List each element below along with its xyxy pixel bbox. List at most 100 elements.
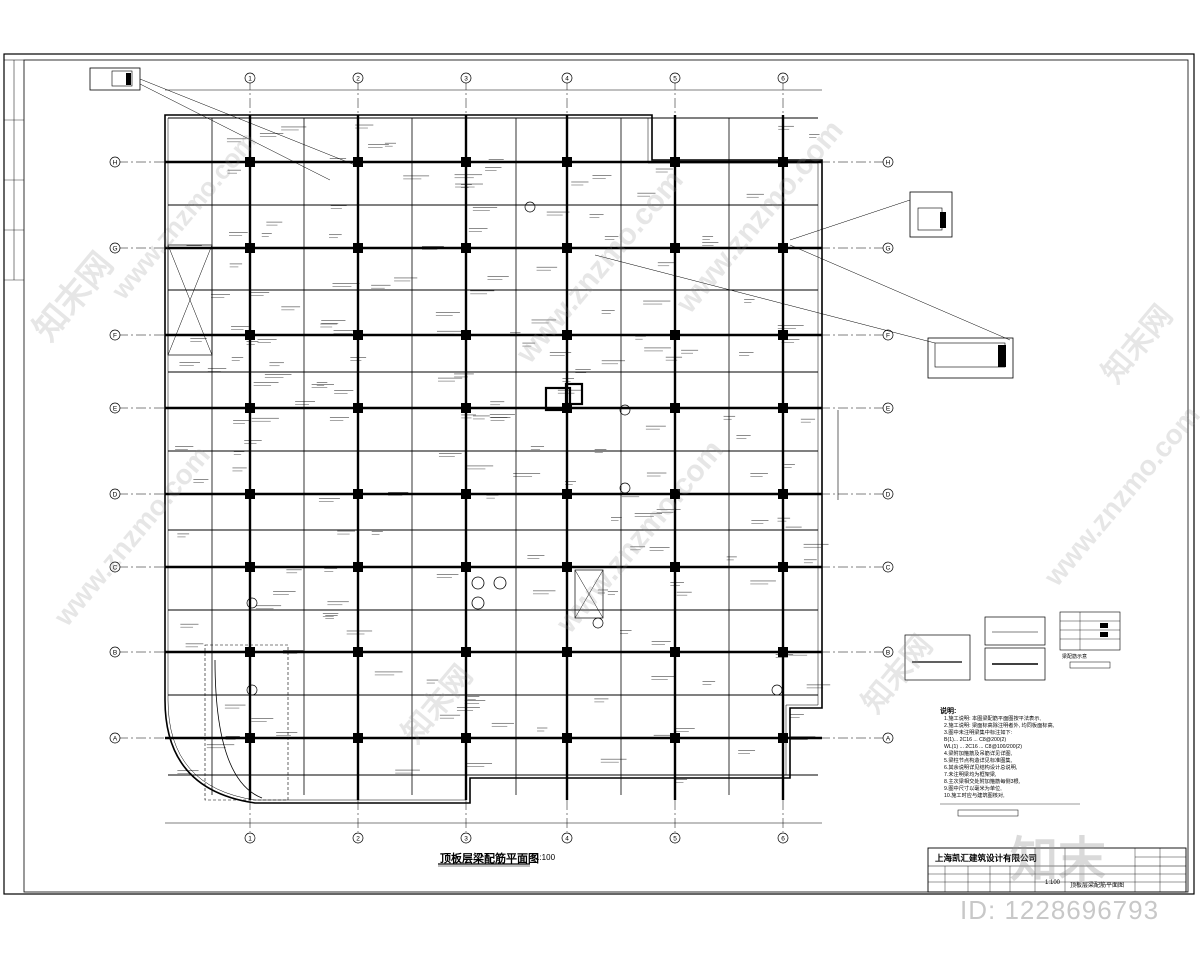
column-6C xyxy=(778,562,788,572)
grid-label-col-4: 4 xyxy=(565,836,569,843)
column-6E xyxy=(778,403,788,413)
grid-label-row-D: D xyxy=(886,492,891,499)
column-4F xyxy=(562,330,572,340)
grid-bubble-row-E-right xyxy=(882,402,894,414)
grid-bubble-row-F-left xyxy=(109,329,121,341)
grid-label-col-3: 3 xyxy=(464,76,468,83)
column-3F xyxy=(461,330,471,340)
note-item: 5.梁柱节点构造详见标准图集, xyxy=(944,758,1013,764)
structural-columns xyxy=(245,157,788,743)
grid-label-row-F: F xyxy=(113,333,117,340)
column-5E xyxy=(670,403,680,413)
note-item: 8.主次梁相交处附加箍筋每侧3根, xyxy=(944,779,1021,785)
legend-table xyxy=(1059,611,1121,651)
grid-label-col-3: 3 xyxy=(464,836,468,843)
grid-label-col-6: 6 xyxy=(781,76,785,83)
tank-opening-0 xyxy=(471,576,485,590)
core-opening xyxy=(544,386,572,412)
column-2C xyxy=(353,562,363,572)
drawing-scale: 1:100 xyxy=(535,853,556,862)
grid-bubble-row-F-right xyxy=(882,329,894,341)
column-1C xyxy=(245,562,255,572)
grid-bubble-row-B-right xyxy=(882,646,894,658)
beam-annotations xyxy=(175,124,831,783)
grid-label-row-C: C xyxy=(113,565,118,572)
tank-opening-1 xyxy=(493,576,507,590)
column-3A xyxy=(461,733,471,743)
grid-bubble-row-H-right xyxy=(882,156,894,168)
grid-bubble-row-B-left xyxy=(109,646,121,658)
grid-bubble-col-3-top xyxy=(460,72,472,84)
tank-opening-2 xyxy=(471,596,485,610)
pipe-opening-3 xyxy=(246,597,258,609)
pipe-opening-0 xyxy=(524,201,536,213)
column-4D xyxy=(562,489,572,499)
legend-box-2 xyxy=(984,616,1046,646)
grid-bubble-row-H-left xyxy=(109,156,121,168)
titleblock-scale: 1:100 xyxy=(1045,880,1061,886)
grid-label-row-B: B xyxy=(113,650,117,657)
column-3B xyxy=(461,647,471,657)
column-4A xyxy=(562,733,572,743)
grid-bubble-col-5-bottom xyxy=(669,832,681,844)
note-item: 6.其余说明详见结构设计总说明, xyxy=(944,765,1018,771)
grid-bubble-col-1-top xyxy=(244,72,256,84)
grid-bubble-row-G-left xyxy=(109,242,121,254)
shaft-cross-2 xyxy=(574,569,604,619)
column-2A xyxy=(353,733,363,743)
pipe-opening-2 xyxy=(619,482,631,494)
grid-bubble-col-2-top xyxy=(352,72,364,84)
column-5B xyxy=(670,647,680,657)
outer-frame xyxy=(3,53,1195,895)
note-item: B(1)... 2C16 ... C8@200(2) xyxy=(944,737,1007,743)
detail-right-lower xyxy=(927,337,1014,379)
grid-bubble-row-C-left xyxy=(109,561,121,573)
note-item: 10.施工时应与建筑图核对, xyxy=(944,793,1005,799)
grid-bubble-col-6-top xyxy=(777,72,789,84)
shaft-void xyxy=(574,569,604,619)
grid-bubble-row-D-right xyxy=(882,488,894,500)
pipe-opening-1 xyxy=(619,404,631,416)
stair-cross-2 xyxy=(167,244,213,356)
column-5H xyxy=(670,157,680,167)
company-name: 上海凯汇建筑设计有限公司 xyxy=(935,853,1038,863)
column-2F xyxy=(353,330,363,340)
column-3D xyxy=(461,489,471,499)
column-1G xyxy=(245,243,255,253)
titleblock-drawing-name: 顶板层梁配筋平面图 xyxy=(1070,883,1125,889)
building-outline xyxy=(164,114,823,804)
grid-label-col-4: 4 xyxy=(565,76,569,83)
grid-bubble-row-C-right xyxy=(882,561,894,573)
note-item: 7.未注明梁均为框架梁, xyxy=(944,772,997,778)
column-2H xyxy=(353,157,363,167)
column-3G xyxy=(461,243,471,253)
note-item: WL(1) ... 2C16 ... C8@100/200(2) xyxy=(944,744,1022,750)
column-5A xyxy=(670,733,680,743)
image-id: ID: 1228696793 xyxy=(960,895,1160,925)
column-4C xyxy=(562,562,572,572)
ramp-boundary xyxy=(204,644,289,801)
grid-bubble-col-1-bottom xyxy=(244,832,256,844)
grid-label-col-5: 5 xyxy=(673,836,677,843)
pipe-opening-5 xyxy=(592,617,604,629)
grid-label-col-6: 6 xyxy=(781,836,785,843)
column-1H xyxy=(245,157,255,167)
title-block xyxy=(927,847,1187,893)
grid-label-row-B: B xyxy=(886,650,890,657)
grid-label-row-D: D xyxy=(113,492,118,499)
grid-label-row-A: A xyxy=(886,736,891,743)
column-2G xyxy=(353,243,363,253)
core-opening-2 xyxy=(564,382,584,406)
column-6D xyxy=(778,489,788,499)
grid-bubble-col-4-top xyxy=(561,72,573,84)
column-4H xyxy=(562,157,572,167)
grid-bubble-col-6-bottom xyxy=(777,832,789,844)
detail-top-left xyxy=(89,67,141,91)
grid-bubble-col-3-bottom xyxy=(460,832,472,844)
legend-label: 梁配筋示意 xyxy=(1062,654,1088,660)
secondary-beams xyxy=(165,115,822,801)
drawing-title: 顶板层梁配筋平面图 xyxy=(440,853,539,865)
note-item: 4.梁附加箍筋及吊筋详见详图, xyxy=(944,751,1013,757)
